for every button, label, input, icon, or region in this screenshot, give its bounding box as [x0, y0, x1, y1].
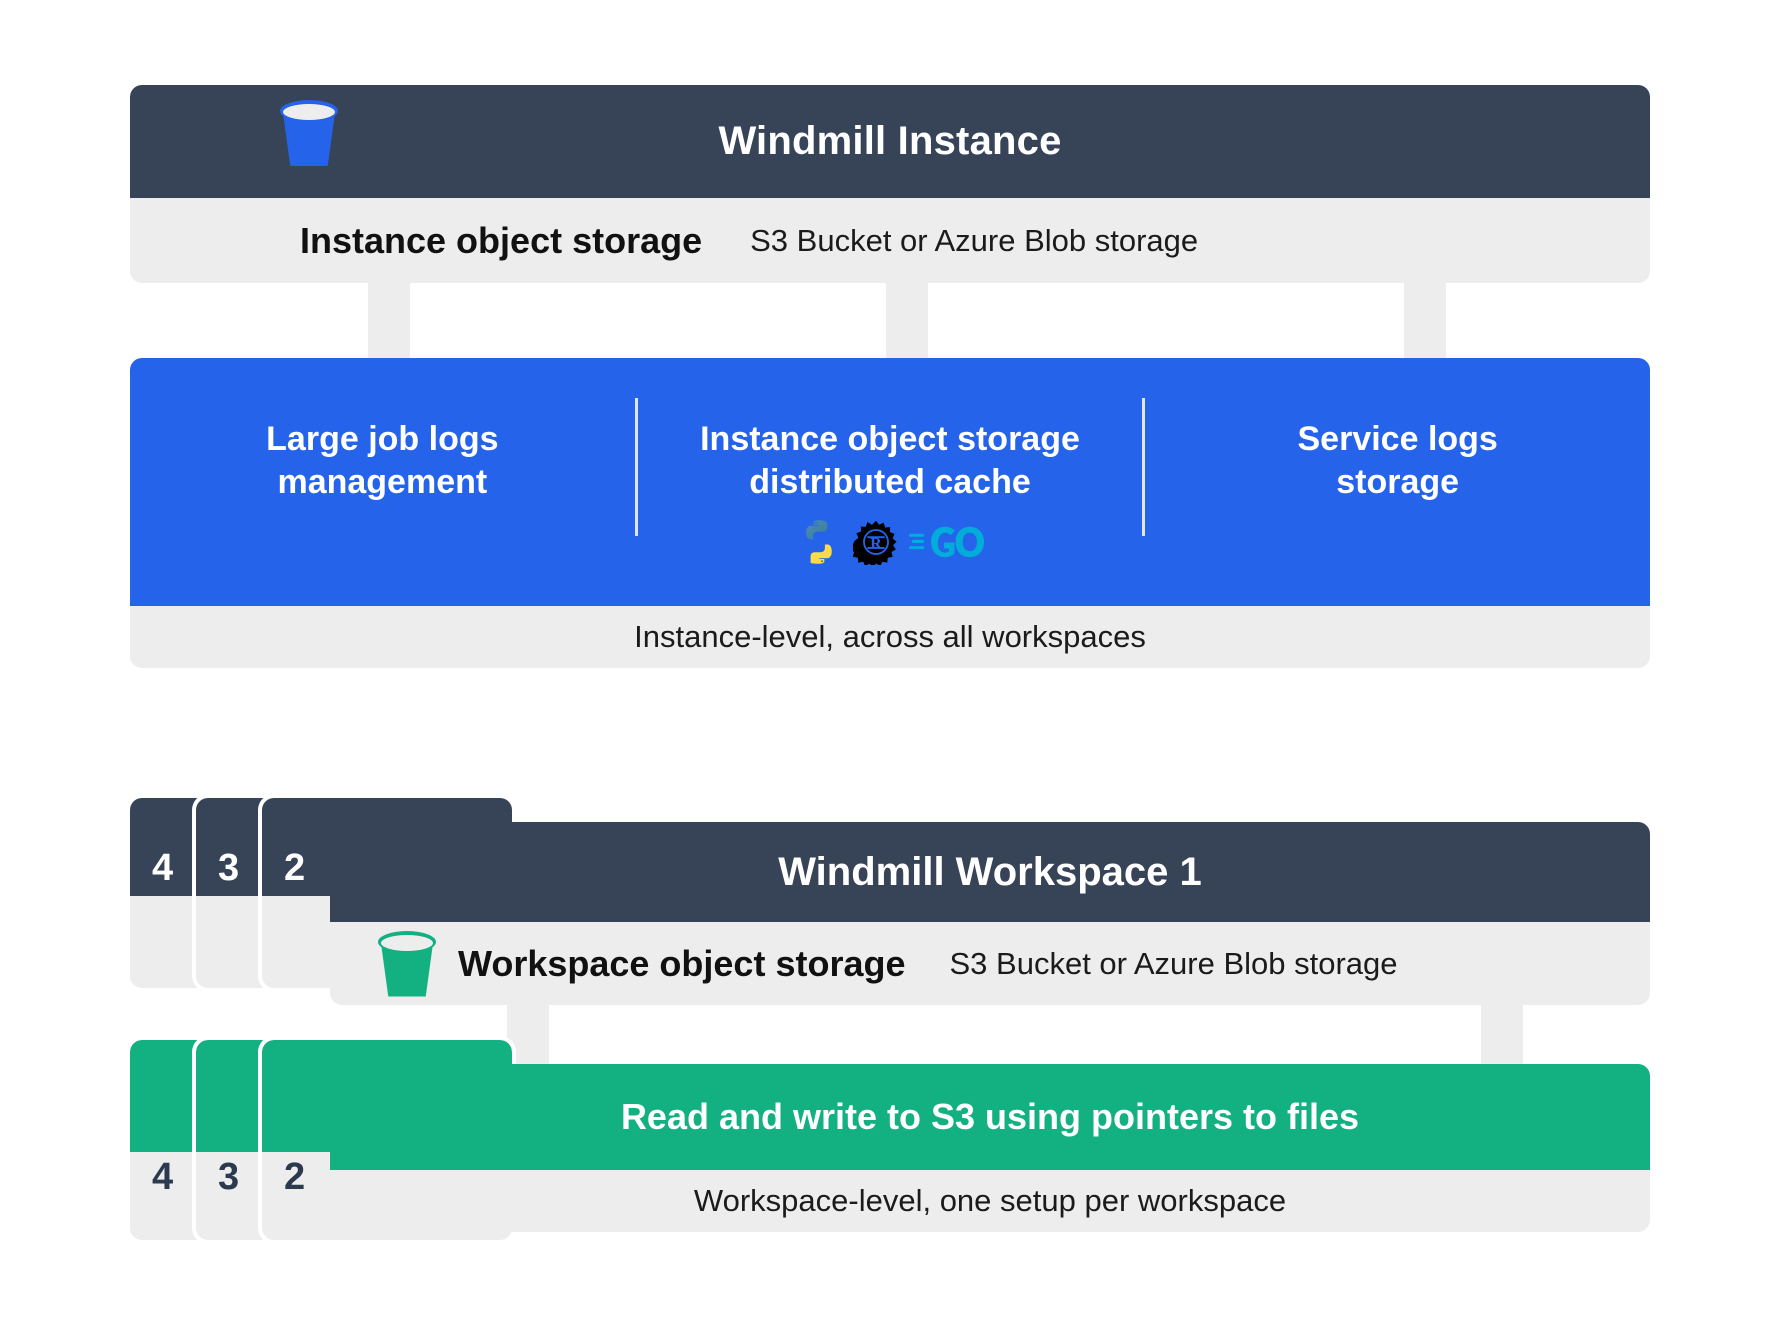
workspace-storage-sublabel: S3 Bucket or Azure Blob storage [949, 945, 1398, 981]
workspace-title: Windmill Workspace 1 [330, 822, 1650, 922]
feature-line-2: storage [1336, 462, 1460, 501]
workspace-level-footer: Workspace-level, one setup per workspace [330, 1170, 1650, 1232]
instance-level-footer: Instance-level, across all workspaces [130, 606, 1650, 668]
instance-storage-sublabel: S3 Bucket or Azure Blob storage [750, 222, 1199, 258]
instance-storage-label: Instance object storage [300, 219, 703, 261]
bucket-icon [280, 100, 338, 166]
feature-large-job-logs: Large job logs management [130, 358, 635, 504]
instance-features-box: Large job logs management Instance objec… [130, 358, 1650, 606]
instance-card: Windmill Instance Instance object storag… [130, 85, 1650, 283]
language-icons: R [795, 518, 985, 566]
feature-line-2: distributed cache [749, 462, 1031, 501]
feature-distributed-cache: Instance object storage distributed cach… [638, 358, 1143, 566]
feature-line-1: Service logs [1297, 420, 1498, 458]
green-stack: 4 3 2 Read and write to S3 using pointer… [130, 1040, 1650, 1290]
green-number-3: 3 [218, 1156, 240, 1198]
green-card-1: Read and write to S3 using pointers to f… [330, 1064, 1650, 1232]
divider [1142, 398, 1146, 536]
feature-line-2: management [277, 462, 488, 501]
workspace-stack: 4 3 2 Windmill Workspace 1 Workspace obj… [130, 798, 1650, 1005]
feature-line-1: Large job logs [266, 420, 499, 458]
rust-logo-icon: R [853, 520, 897, 565]
go-logo-icon [909, 526, 985, 557]
bucket-icon [378, 930, 436, 997]
green-number-4: 4 [152, 1156, 174, 1198]
instance-object-storage-row: Instance object storage S3 Bucket or Azu… [130, 100, 1650, 283]
divider [634, 398, 638, 536]
feature-service-logs-storage: Service logs storage [1145, 358, 1650, 504]
feature-line-1: Instance object storage [700, 420, 1080, 458]
read-write-banner: Read and write to S3 using pointers to f… [330, 1064, 1650, 1170]
workspace-storage-label: Workspace object storage [458, 942, 906, 984]
python-logo-icon [806, 519, 832, 564]
instance-title: Windmill Instance [130, 85, 1650, 198]
green-number-2: 2 [284, 1156, 306, 1198]
workspace-object-storage-row: Workspace object storage S3 Bucket or Az… [330, 922, 1650, 1005]
workspace-card-1: Windmill Workspace 1 Workspace object st… [330, 822, 1650, 1005]
